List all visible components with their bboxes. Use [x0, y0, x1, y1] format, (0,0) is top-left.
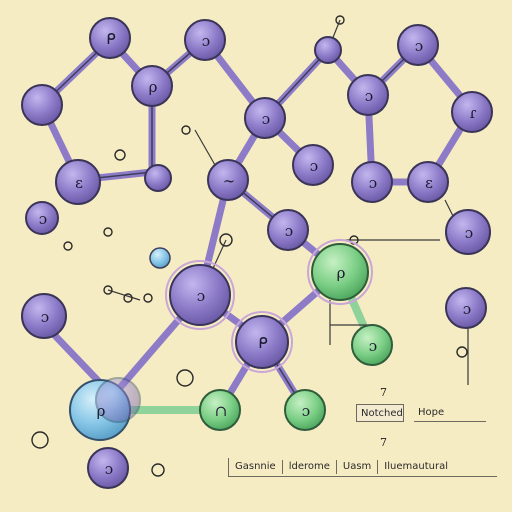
svg-text:ᑭ: ᑭ: [258, 334, 267, 352]
svg-text:ɛ: ɛ: [75, 174, 83, 192]
svg-text:ɔ: ɔ: [302, 402, 310, 420]
svg-text:ɔ: ɔ: [105, 460, 113, 478]
svg-text:ɔ: ɔ: [197, 287, 205, 305]
svg-text:ɔ: ɔ: [365, 87, 373, 105]
legend-item: Uasm: [337, 460, 379, 474]
svg-text:ɔ: ɔ: [369, 174, 377, 192]
svg-text:ɔ: ɔ: [465, 224, 473, 242]
label-hope: Hope: [414, 404, 486, 422]
svg-text:ɔ: ɔ: [369, 337, 377, 355]
svg-text:∩: ∩: [215, 402, 228, 420]
svg-text:∼: ∼: [223, 172, 236, 190]
svg-text:ɔ: ɔ: [415, 37, 423, 55]
svg-text:ɔ: ɔ: [262, 110, 270, 128]
purple-atoms: [21, 17, 493, 489]
svg-text:ρ: ρ: [97, 402, 106, 420]
svg-text:ɔ: ɔ: [202, 32, 210, 50]
svg-text:ɔ: ɔ: [310, 157, 318, 175]
svg-text:ɔ: ɔ: [463, 300, 471, 318]
thin-connector-lines: [107, 19, 469, 385]
blue-small-atom: [149, 247, 171, 269]
svg-text:ɛ: ɛ: [425, 174, 433, 192]
svg-text:ɔ: ɔ: [39, 210, 47, 228]
atom-glyphs: ᑭ ɔ ρ ɔ ɔ ɔ ɾ ɛ ∼ ɔ ɔ ɛ ɔ ɔ ɔ ɔ ɔ ᑭ ρ ɔ …: [39, 30, 477, 478]
svg-text:ɔ: ɔ: [41, 308, 49, 326]
label-notched: Notched: [356, 404, 404, 422]
legend-item: Iluemautural: [384, 461, 448, 472]
blue-atoms: [69, 377, 141, 441]
svg-text:ɔ: ɔ: [285, 222, 293, 240]
legend-item: lderome: [283, 460, 337, 474]
atom-rings: [165, 239, 373, 373]
svg-text:ρ: ρ: [149, 78, 158, 96]
legend-item: Gasnnie: [229, 460, 283, 474]
green-atoms: [199, 243, 393, 431]
svg-text:ρ: ρ: [337, 264, 346, 282]
svg-text:ᑭ: ᑭ: [106, 30, 115, 48]
svg-text:ɾ: ɾ: [470, 104, 477, 122]
mark-seven-mid: 7: [380, 436, 387, 449]
mark-seven-right: 7: [380, 386, 387, 399]
legend-row: Gasnnie lderome Uasm Iluemautural: [228, 458, 497, 477]
